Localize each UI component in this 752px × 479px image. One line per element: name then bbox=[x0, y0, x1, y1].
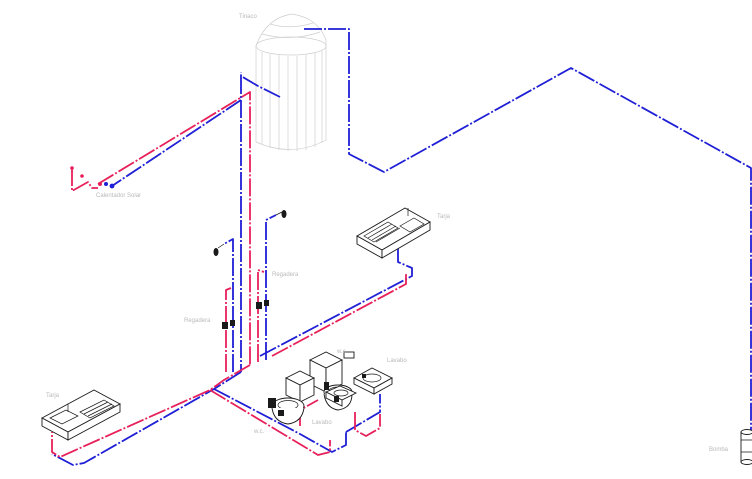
cold-line-right-tarja bbox=[259, 240, 413, 357]
hot-water-pipes bbox=[51, 91, 407, 458]
label-tarja-right: Tarja bbox=[437, 214, 451, 220]
pump bbox=[740, 429, 752, 465]
hot-line-lavabo bbox=[354, 412, 381, 437]
cold-line-lavabo bbox=[345, 394, 381, 433]
label-calentador-solar: Calentador Solar bbox=[96, 193, 141, 199]
shower-head-1 bbox=[213, 243, 235, 329]
hot-line-left-tarja bbox=[51, 364, 251, 458]
label-bomba: Bomba bbox=[709, 447, 729, 453]
label-wc-2: w.c. bbox=[253, 429, 265, 435]
label-tarja-left: Tarja bbox=[46, 393, 60, 399]
solar-heater bbox=[70, 166, 115, 189]
cold-line-solar-heater bbox=[111, 99, 242, 187]
toilet-lower bbox=[268, 370, 316, 425]
hot-line-right-tarja bbox=[271, 274, 407, 357]
hot-line-solar-heater bbox=[71, 168, 98, 192]
label-regadera-2: Regadera bbox=[184, 318, 211, 324]
hot-line-regadera-1 bbox=[225, 287, 232, 372]
hot-line-bathroom bbox=[209, 389, 331, 456]
hot-line-to-riser bbox=[97, 91, 251, 365]
label-tinaco: Tinaco bbox=[239, 14, 257, 20]
cold-line-tank-feed bbox=[240, 72, 281, 98]
label-regadera-1: Regadera bbox=[272, 272, 299, 278]
cold-water-pipes bbox=[51, 28, 752, 466]
water-tank bbox=[255, 13, 327, 151]
cold-line-left-tarja bbox=[51, 371, 242, 466]
sink-left-tarja bbox=[41, 389, 121, 441]
cold-line-bathroom bbox=[213, 388, 347, 453]
sink-right-tarja bbox=[356, 207, 431, 259]
hot-line-regadera-2 bbox=[257, 269, 265, 362]
shower-head-2 bbox=[256, 210, 287, 309]
label-lavabo-1: Lavabo bbox=[387, 358, 407, 364]
cold-line-tank-to-pump bbox=[304, 28, 752, 440]
lavabo-right bbox=[353, 367, 393, 395]
label-lavabo-2: Lavabo bbox=[312, 420, 332, 426]
lavabo-center bbox=[324, 382, 358, 407]
label-wc: w.c. bbox=[336, 349, 348, 355]
cold-line-regadera-1 bbox=[223, 238, 234, 372]
cold-line-regadera-2 bbox=[265, 214, 277, 360]
